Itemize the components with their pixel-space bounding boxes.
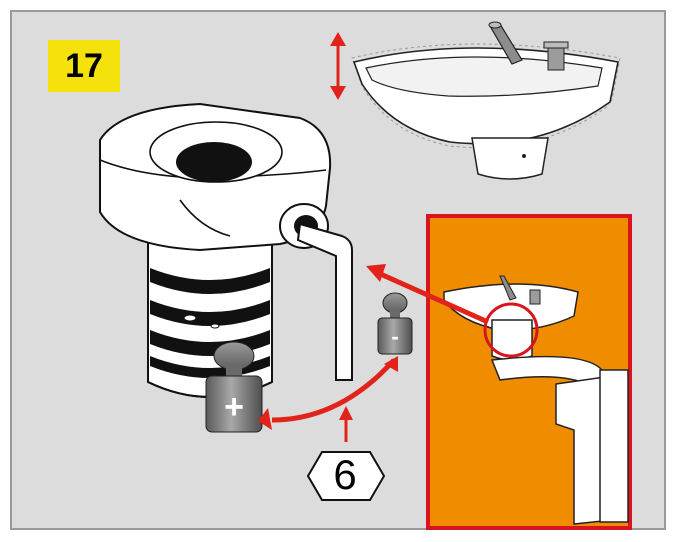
minus-sign: - [391, 324, 398, 349]
inset-detail [426, 214, 632, 530]
height-adjust-arrow [330, 32, 346, 100]
callout-label: 6 [333, 451, 357, 498]
washbasin-overview [351, 21, 621, 180]
step-number-badge: 17 [48, 40, 120, 92]
plus-weight: + [205, 341, 263, 433]
plus-sign: + [224, 388, 244, 426]
callout-pointer-arrow [339, 406, 353, 442]
rotation-arrow [258, 356, 398, 430]
callout-hexagon [306, 451, 386, 501]
inset-pointer-arrow [366, 264, 490, 325]
minus-weight: - [377, 292, 413, 355]
